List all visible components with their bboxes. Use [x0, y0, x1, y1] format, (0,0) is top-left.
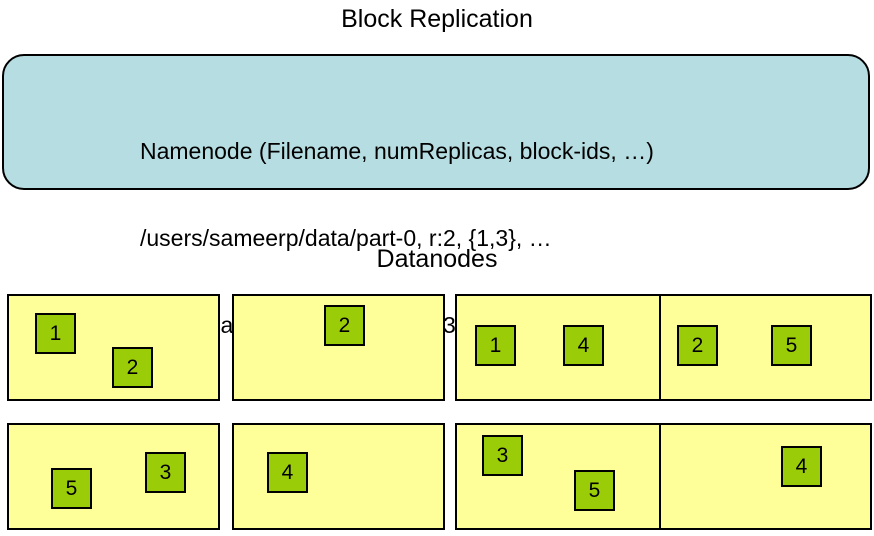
block-replica: 3 [145, 452, 186, 493]
block-replica: 5 [771, 325, 812, 366]
namenode-metadata-line-1: Namenode (Filename, numReplicas, block-i… [140, 138, 654, 164]
namenode-metadata-line-2: /users/sameerp/data/part-0, r:2, {1,3}, … [140, 225, 552, 251]
datanode-box: 4 [659, 423, 872, 530]
datanode-box: 4 [232, 423, 445, 530]
datanodes-section-label: Datanodes [376, 245, 498, 273]
block-replica: 4 [781, 446, 822, 487]
block-replica: 5 [51, 468, 92, 509]
namenode-panel: Namenode (Filename, numReplicas, block-i… [2, 54, 870, 338]
block-replica: 2 [112, 347, 153, 388]
block-replica: 2 [677, 325, 718, 366]
page-title: Block Replication [341, 5, 533, 33]
block-replica: 1 [35, 313, 76, 354]
block-replica: 4 [267, 452, 308, 493]
block-replica: 2 [324, 305, 365, 346]
block-replica: 4 [563, 325, 604, 366]
datanode-box: 2 [232, 294, 445, 401]
block-replica: 5 [574, 470, 615, 511]
block-replica: 1 [475, 325, 516, 366]
block-replica: 3 [482, 435, 523, 476]
